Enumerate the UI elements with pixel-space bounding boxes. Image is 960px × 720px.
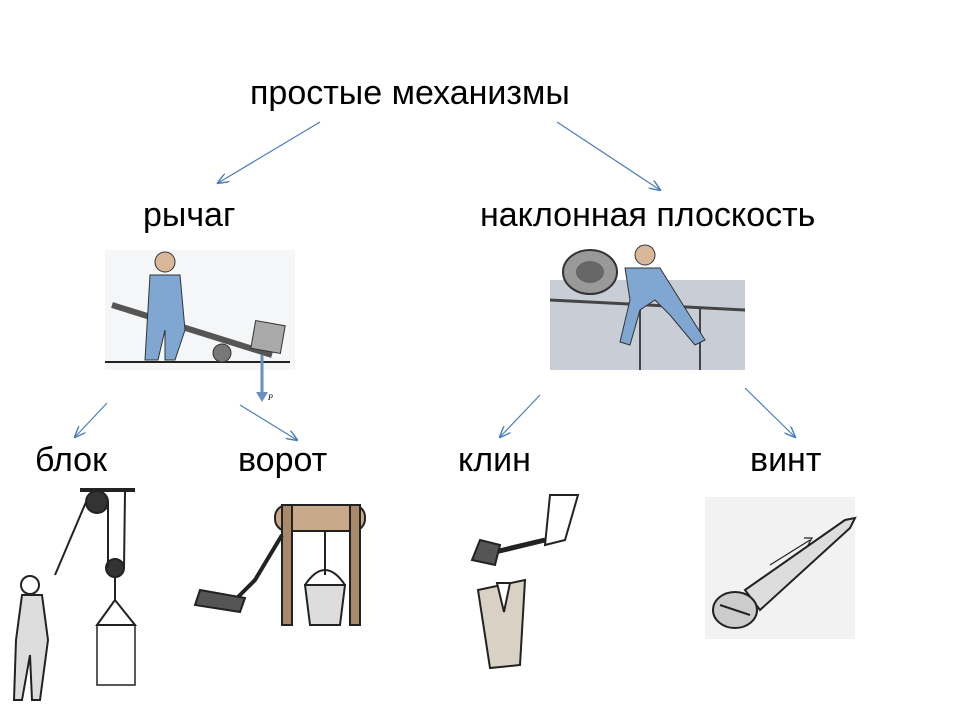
lever-illustration: P [105,250,295,402]
label-screw: винт [750,441,822,479]
arrow-lever-to-pulley [75,402,108,437]
arrow-title-to-lever [218,121,321,183]
arrow-lever-to-windlass [239,404,297,440]
title: простые механизмы [250,74,570,112]
label-wedge: клин [458,441,531,479]
arrow-title-to-incline [556,121,660,190]
arrow-incline-to-wedge [500,394,541,437]
wedge-illustration [470,494,580,670]
label-lever: рычаг [143,196,236,234]
label-inclined-plane: наклонная плоскость [480,196,816,234]
screw-illustration [705,497,857,639]
label-pulley: блок [35,441,107,479]
windlass-illustration [193,504,366,626]
svg-text:P: P [267,393,273,402]
label-windlass: ворот [238,441,328,479]
pulley-illustration [12,488,138,701]
arrow-incline-to-screw [744,387,795,437]
inclined-plane-illustration [549,244,746,370]
